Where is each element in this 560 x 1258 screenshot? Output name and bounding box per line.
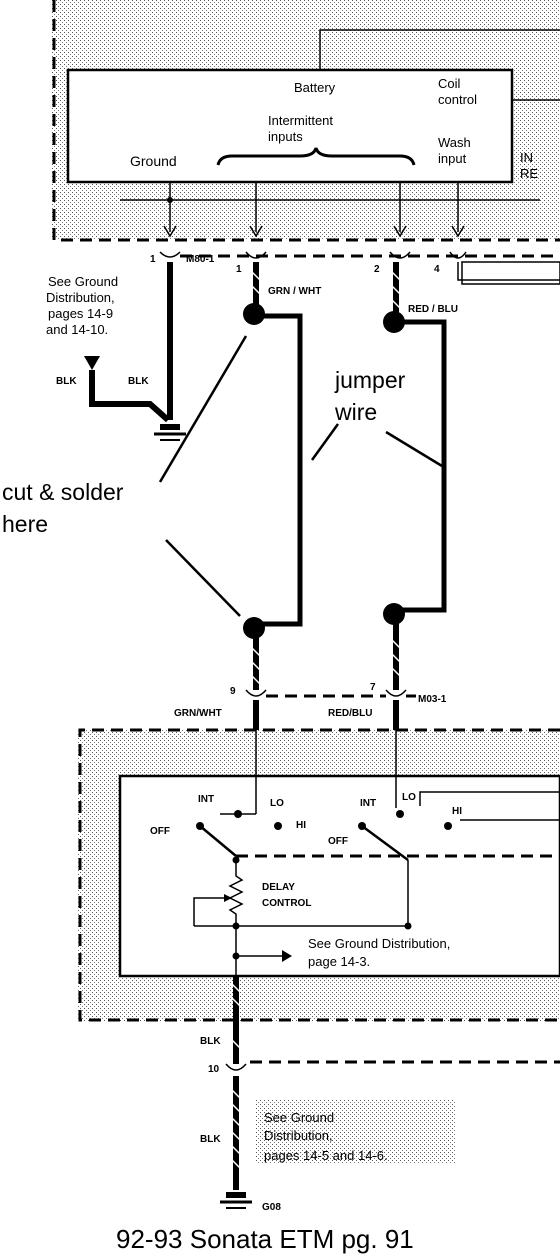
- ground-note-top-3: pages 14-9: [48, 306, 113, 321]
- cut-label-2: here: [2, 511, 48, 537]
- wire-label-red-blu-lower: RED/BLU: [328, 708, 372, 719]
- blk-label-lower-1: BLK: [200, 1036, 221, 1047]
- blk-label-left-2: BLK: [128, 376, 149, 387]
- annotations: jumper wire cut & solder here: [2, 335, 443, 617]
- solder-joint-lower-left: [243, 617, 265, 639]
- solder-joint-lower-right: [383, 603, 405, 625]
- switch-lo-right: LO: [402, 792, 416, 803]
- pin-1-left: 1: [150, 254, 156, 265]
- intermittent-label-2: inputs: [268, 129, 303, 144]
- wire-label-grn-wht-upper: GRN / WHT: [268, 286, 321, 297]
- ground-note-bottom-1: See Ground: [264, 1110, 334, 1125]
- coil-label-2: control: [438, 92, 477, 107]
- ground-symbol-top: [154, 424, 186, 441]
- pin-9: 9: [230, 686, 236, 697]
- mid-connector: 9 7 M03-1 GRN/WHT RED/BLU: [174, 682, 447, 730]
- switch-hi-left: HI: [296, 820, 306, 831]
- ground-note-bottom-3: pages 14-5 and 14-6.: [264, 1148, 388, 1163]
- switch-lo-left: LO: [270, 798, 284, 809]
- left-ground-branch: See Ground Distribution, pages 14-9 and …: [46, 262, 186, 441]
- ground-label: Ground: [130, 153, 177, 169]
- switch-off-right: OFF: [328, 836, 348, 847]
- delay-label-2: CONTROL: [262, 898, 311, 909]
- pin-2: 2: [374, 264, 380, 275]
- top-module: Battery Coil control Intermittent inputs…: [52, 0, 560, 242]
- intermittent-label-1: Intermittent: [268, 113, 333, 128]
- ground-point-g08: G08: [262, 1202, 281, 1213]
- ground-note-top-1: See Ground: [48, 274, 118, 289]
- edge-label-1: IN: [520, 150, 533, 165]
- wiring-harness: GRN / WHT RED / BLU: [243, 262, 458, 690]
- ground-note-top-4: and 14-10.: [46, 322, 108, 337]
- switch-off-left: OFF: [150, 826, 170, 837]
- ground-symbol-bottom: [220, 1192, 252, 1209]
- ground-note-mid-2: page 14-3.: [308, 954, 370, 969]
- pin-7: 7: [370, 682, 376, 693]
- pin-4: 4: [434, 264, 440, 275]
- connector-m80: M80-1: [186, 254, 215, 265]
- switch-int-left: INT: [198, 794, 214, 805]
- ground-note-top-2: Distribution,: [46, 290, 115, 305]
- jumper-label-1: jumper: [334, 367, 406, 393]
- solder-joint-upper-left: [243, 303, 265, 325]
- wash-label-1: Wash: [438, 135, 471, 150]
- ground-note-bottom-2: Distribution,: [264, 1128, 333, 1143]
- pin-1: 1: [236, 264, 242, 275]
- blk-label-lower-2: BLK: [200, 1134, 221, 1145]
- switch-module: INT LO OFF HI INT LO OFF HI DELAY CONTRO…: [78, 728, 560, 1022]
- pin-10: 10: [208, 1064, 220, 1075]
- solder-joint-upper-right: [383, 311, 405, 333]
- wire-label-red-blu-upper: RED / BLU: [408, 304, 458, 315]
- connector-m03: M03-1: [418, 694, 447, 705]
- switch-int-right: INT: [360, 798, 376, 809]
- page-caption: 92-93 Sonata ETM pg. 91: [116, 1224, 414, 1254]
- edge-label-2: RE: [520, 166, 538, 181]
- switch-hi-right: HI: [452, 806, 462, 817]
- delay-label-1: DELAY: [262, 882, 295, 893]
- wash-label-2: input: [438, 151, 467, 166]
- wire-label-grn-wht-lower: GRN/WHT: [174, 708, 222, 719]
- jumper-label-2: wire: [334, 399, 377, 425]
- battery-label: Battery: [294, 80, 336, 95]
- ground-note-mid-1: See Ground Distribution,: [308, 936, 450, 951]
- cut-label-1: cut & solder: [2, 479, 124, 505]
- blk-label-left-1: BLK: [56, 376, 77, 387]
- lower-ground-branch: BLK 10 BLK See Ground Distribution, page…: [200, 976, 560, 1213]
- top-connector: 1 1 2 4 M80-1: [150, 251, 560, 285]
- coil-label-1: Coil: [438, 76, 461, 91]
- inputs-bracket: [216, 147, 416, 166]
